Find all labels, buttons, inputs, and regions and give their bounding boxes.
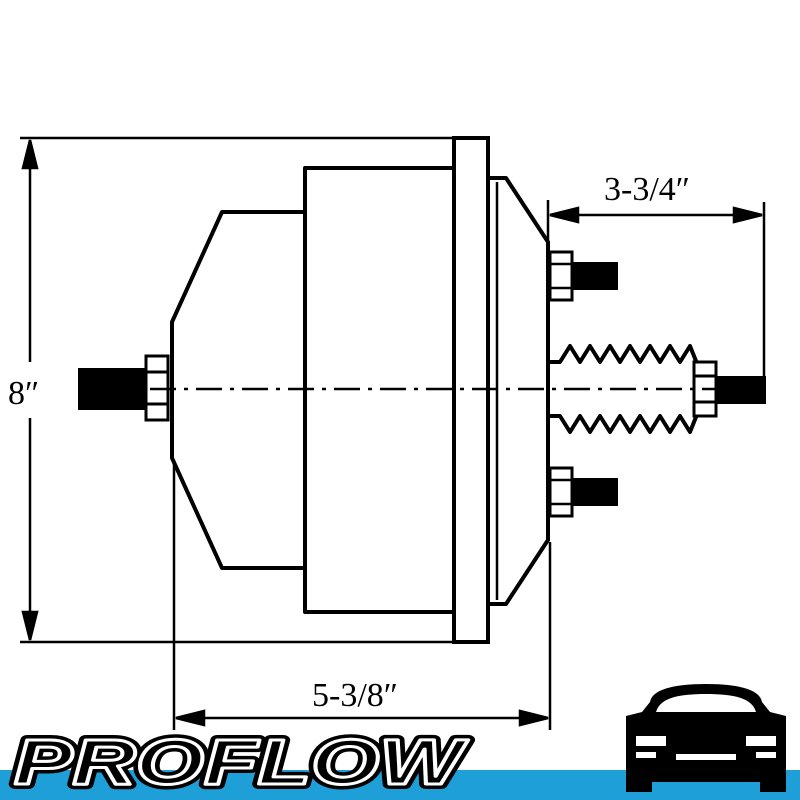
proflow-logo: PROFLOW PROFLOW	[9, 721, 473, 800]
lower-mount-stud	[548, 466, 618, 518]
rod-length-dimension	[546, 200, 766, 398]
rear-shell	[170, 210, 307, 570]
height-dimension	[20, 136, 458, 644]
upper-mount-stud	[548, 250, 618, 302]
left-stud	[78, 368, 150, 410]
proflow-logo-inner: PROFLOW	[14, 726, 468, 798]
push-rod-boot	[550, 344, 700, 434]
proflow-logo-outline: PROFLOW	[14, 726, 468, 798]
height-label: 8″	[8, 375, 39, 412]
front-shell	[486, 176, 550, 606]
rod-length-label: 3-3/4″	[604, 171, 690, 208]
depth-label: 5-3/8″	[312, 677, 398, 714]
car-front-icon	[626, 684, 786, 792]
depth-dimension	[172, 460, 552, 730]
